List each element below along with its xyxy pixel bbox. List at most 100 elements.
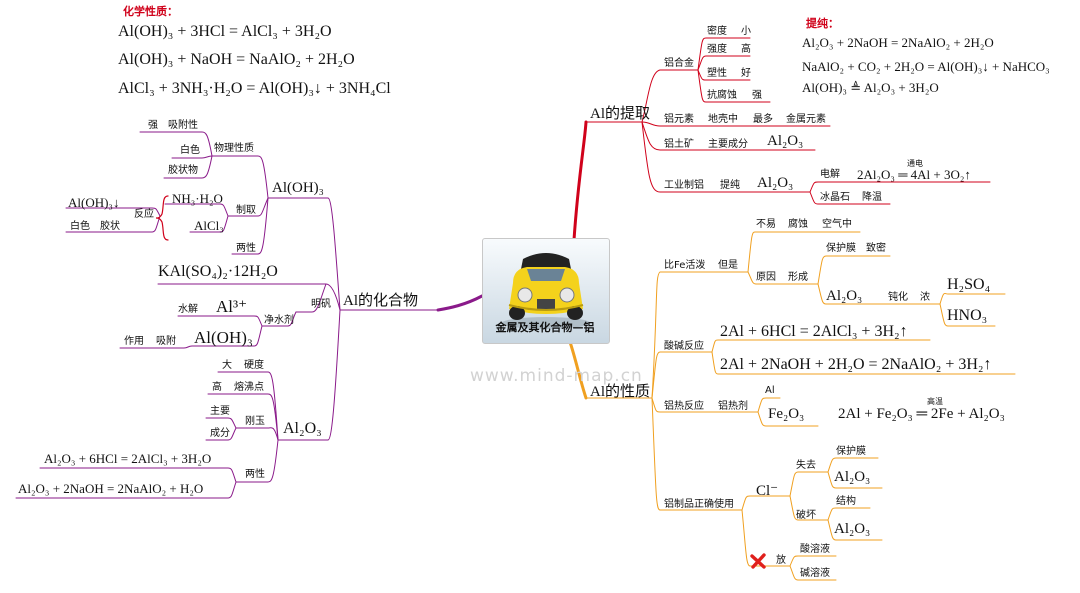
ore-label: 铝土矿 xyxy=(664,139,694,150)
alloy-strength: 强度 xyxy=(707,44,727,55)
thermite-agent: 铝热剂 xyxy=(718,401,748,412)
prep-white: 白色 xyxy=(70,221,90,232)
physical-props: 物理性质 xyxy=(214,143,254,154)
reactivity-oxide: Al₂O₃ xyxy=(826,288,863,304)
al2o3-corundum: 刚玉 xyxy=(245,416,265,427)
element-most: 最多 xyxy=(753,114,773,125)
al2o3-eq-2: Al₂O₃ + 2NaOH = 2NaAlO₂ + H₂O xyxy=(18,481,204,496)
al2o3-node: Al₂O₃ xyxy=(283,420,322,437)
alloy-label: 铝合金 xyxy=(664,58,694,69)
alloy-density: 密度 xyxy=(707,26,727,37)
alum-use: 作用 xyxy=(124,336,144,347)
chem-eq-2: Al(OH)₃ + NaOH = NaAlO₂ + 2H₂O xyxy=(118,51,355,68)
reactivity-noteasy: 不易 xyxy=(756,219,776,230)
usage-acid: 酸溶液 xyxy=(800,544,830,555)
alloy-plasticity: 塑性 xyxy=(707,68,727,79)
alloy-strength-val: 高 xyxy=(741,44,751,55)
al2o3-amphoteric: 两性 xyxy=(245,469,265,480)
purify-eq-2: NaAlO₂ + CO₂ + 2H₂O = Al(OH)₃↓ + NaHCO₃ xyxy=(802,59,1050,74)
element-crust: 地壳中 xyxy=(708,114,738,125)
physical-adsorption: 吸附性 xyxy=(168,120,198,131)
industry-purify: 提纯 xyxy=(720,180,740,191)
al2o3-melting: 熔沸点 xyxy=(234,382,264,393)
industry-formula: Al₂O₃ xyxy=(757,175,794,191)
industry-condition: 通电 xyxy=(907,159,923,168)
chem-props-heading: 化学性质： xyxy=(123,5,178,18)
prep-reaction: 反应 xyxy=(134,209,154,220)
reactivity-corrode: 腐蚀 xyxy=(788,219,808,230)
thermite-condition: 高温 xyxy=(927,397,943,406)
reactivity-reason: 原因 xyxy=(756,272,776,283)
acidbase-eq-1: 2Al + 6HCl = 2AlCl₃ + 3H₂↑ xyxy=(720,323,908,340)
prep-label: 制取 xyxy=(236,205,256,216)
usage-lose: 失去 xyxy=(796,460,816,471)
alloy-corrosion: 抗腐蚀 xyxy=(707,90,737,101)
industry-electrolysis: 电解 xyxy=(820,169,840,180)
car-icon xyxy=(502,253,590,329)
reactivity-hno3: HNO₃ xyxy=(947,307,988,324)
usage-film: 保护膜 xyxy=(836,446,866,457)
reactivity-label: 比Fe活泼 xyxy=(664,260,706,271)
thermite-fe2o3: Fe₂O₃ xyxy=(768,406,805,422)
usage-destroy: 破坏 xyxy=(796,510,816,521)
acidbase-label: 酸碱反应 xyxy=(664,341,704,352)
reactivity-air: 空气中 xyxy=(822,219,852,230)
center-node-image xyxy=(482,238,610,344)
reactivity-dense: 致密 xyxy=(866,243,886,254)
prep-result: Al(OH)₃↓ xyxy=(68,195,120,210)
alum-water-purifier: 净水剂 xyxy=(264,315,294,326)
alum-adsorb: 吸附 xyxy=(156,336,176,347)
usage-al2o3-a: Al₂O₃ xyxy=(834,469,871,485)
element-metal: 金属元素 xyxy=(786,114,826,125)
usage-base: 碱溶液 xyxy=(800,568,830,579)
al2o3-main: 主要 xyxy=(210,406,230,417)
usage-put: 放 xyxy=(776,555,786,566)
al2o3-hardness: 硬度 xyxy=(244,360,264,371)
chem-eq-3: AlCl₃ + 3NH₃·H₂O = Al(OH)₃↓ + 3NH₄Cl xyxy=(118,80,391,97)
thermite-label: 铝热反应 xyxy=(664,401,704,412)
reactivity-form: 形成 xyxy=(788,272,808,283)
branch-compounds: Al的化合物 xyxy=(343,293,419,309)
reactivity-conc: 浓 xyxy=(920,292,930,303)
branch-extraction: Al的提取 xyxy=(590,106,651,122)
prep-gel: 胶状 xyxy=(100,221,120,232)
alum-label: 明矾 xyxy=(311,299,331,310)
forbidden-x-icon xyxy=(750,553,766,569)
purify-heading: 提纯： xyxy=(806,17,839,30)
center-node-title: 金属及其化合物—铝 xyxy=(495,321,595,334)
al2o3-eq-1: Al₂O₃ + 6HCl = 2AlCl₃ + 3H₂O xyxy=(44,451,212,466)
usage-label: 铝制品正确使用 xyxy=(664,499,734,510)
ore-formula: Al₂O₃ xyxy=(767,133,804,149)
reactivity-but: 但是 xyxy=(718,260,738,271)
prep-nh3: NH₃·H₂O xyxy=(172,191,223,206)
chem-eq-1: Al(OH)₃ + 3HCl = AlCl₃ + 3H₂O xyxy=(118,23,332,40)
physical-white: 白色 xyxy=(180,145,200,156)
alloy-corrosion-val: 强 xyxy=(752,90,762,101)
al2o3-big: 大 xyxy=(222,360,232,371)
purify-eq-1: Al₂O₃ + 2NaOH = 2NaAlO₂ + 2H₂O xyxy=(802,35,994,50)
al2o3-high: 高 xyxy=(212,382,222,393)
prep-alcl3: AlCl₃ xyxy=(194,218,224,233)
branch-properties: Al的性质 xyxy=(590,384,651,400)
aloh3-amphoteric: 两性 xyxy=(236,243,256,254)
usage-chloride: Cl⁻ xyxy=(756,483,779,499)
industry-cryolite: 冰晶石 xyxy=(820,192,850,203)
alum-hydrolysis: 水解 xyxy=(178,304,198,315)
acidbase-eq-2: 2Al + 2NaOH + 2H₂O = 2NaAlO₂ + 3H₂↑ xyxy=(720,356,992,373)
ore-composition: 主要成分 xyxy=(708,139,748,150)
purify-eq-3: Al(OH)₃ ≜ Al₂O₃ + 3H₂O xyxy=(802,80,939,95)
aloh3-node: Al(OH)₃ xyxy=(272,180,324,196)
alloy-plasticity-val: 好 xyxy=(741,68,751,79)
reactivity-passivate: 钝化 xyxy=(888,292,908,303)
watermark-text: www.mind-map.cn xyxy=(470,366,643,386)
physical-colloid: 胶状物 xyxy=(168,165,198,176)
element-label: 铝元素 xyxy=(664,114,694,125)
alum-al3: Al³⁺ xyxy=(216,297,248,316)
usage-al2o3-b: Al₂O₃ xyxy=(834,521,871,537)
industry-electrolysis-eq: 2Al₂O₃ ═ 4Al + 3O₂↑ xyxy=(857,167,971,182)
thermite-eq: 2Al + Fe₂O₃ ═ 2Fe + Al₂O₃ xyxy=(838,406,1005,422)
reactivity-h2so4: H₂SO₄ xyxy=(947,276,991,293)
usage-structure: 结构 xyxy=(836,496,856,507)
industry-lower: 降温 xyxy=(862,192,882,203)
